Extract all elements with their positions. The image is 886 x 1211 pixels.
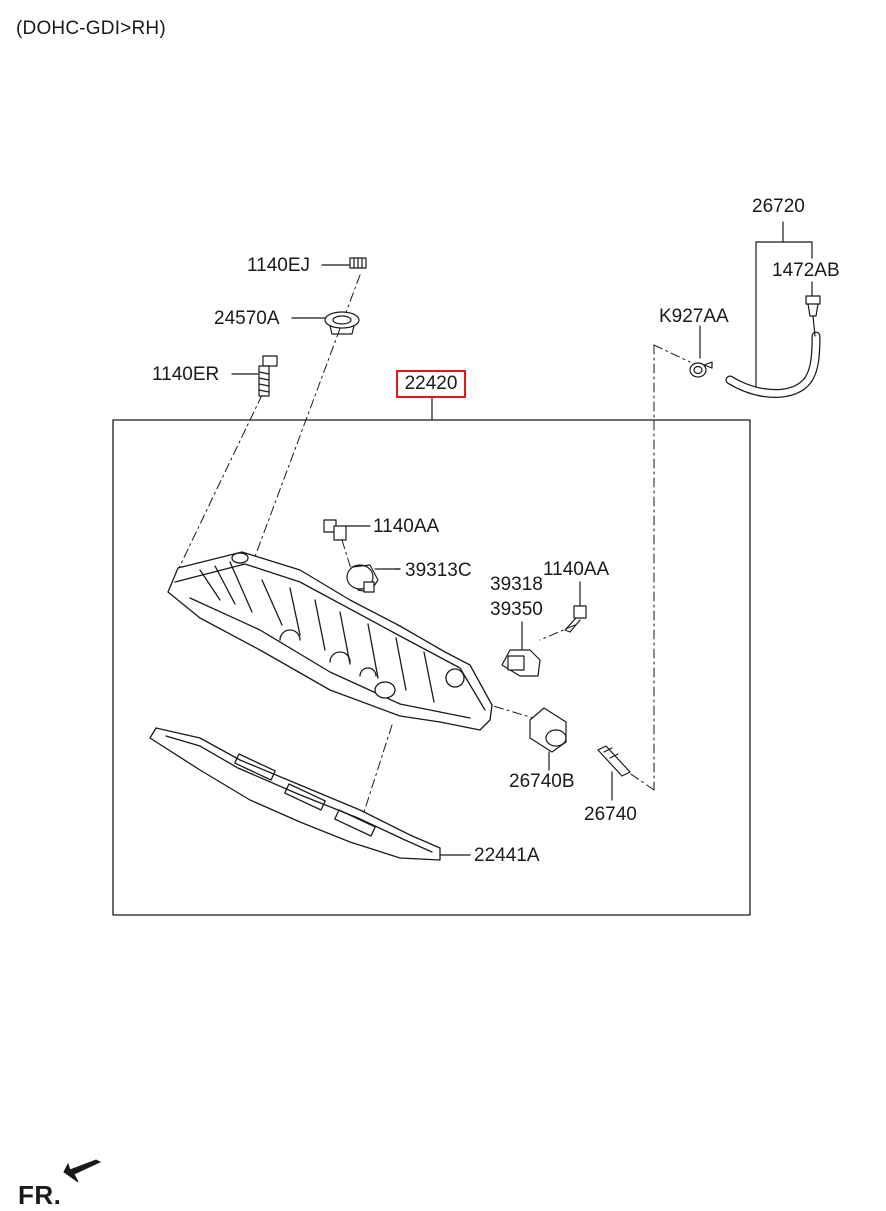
bolt-1140ER xyxy=(231,355,278,397)
cylinder-head-cover xyxy=(167,551,493,731)
front-direction-label: FR. xyxy=(18,1180,62,1210)
label-26720[interactable]: 26720 xyxy=(752,196,805,217)
label-1140AA-upper[interactable]: 1140AA xyxy=(373,516,440,537)
label-24570A[interactable]: 24570A xyxy=(214,308,280,329)
label-K927AA[interactable]: K927AA xyxy=(659,306,729,327)
clamp-K927AA xyxy=(689,361,713,378)
label-26740B[interactable]: 26740B xyxy=(509,771,575,792)
sensor-39313C xyxy=(346,564,401,593)
pcv-valve-26740 xyxy=(597,745,631,801)
clip-1472AB xyxy=(805,295,821,337)
bolt-1140AA-upper xyxy=(323,519,371,541)
front-direction-arrow xyxy=(63,1159,102,1183)
cover-gasket xyxy=(149,727,471,861)
sensor-39318 xyxy=(501,621,541,677)
label-39350[interactable]: 39350 xyxy=(490,599,543,620)
label-22441A[interactable]: 22441A xyxy=(474,845,540,866)
label-1140EJ[interactable]: 1140EJ xyxy=(247,255,311,276)
label-39313C[interactable]: 39313C xyxy=(405,560,472,581)
grommet-24570A xyxy=(291,311,360,335)
label-1140ER[interactable]: 1140ER xyxy=(152,364,220,385)
variant-header: (DOHC-GDI>RH) xyxy=(16,18,166,39)
label-26740[interactable]: 26740 xyxy=(584,804,637,825)
label-1472AB[interactable]: 1472AB xyxy=(772,260,840,281)
bushing-26740B xyxy=(529,707,567,771)
label-39318[interactable]: 39318 xyxy=(490,574,543,595)
bolt-1140EJ xyxy=(321,257,367,269)
label-1140AA-right[interactable]: 1140AA xyxy=(543,559,610,580)
bolt-1140AA-right xyxy=(564,581,587,633)
highlighted-part-22420[interactable]: 22420 xyxy=(396,370,466,398)
